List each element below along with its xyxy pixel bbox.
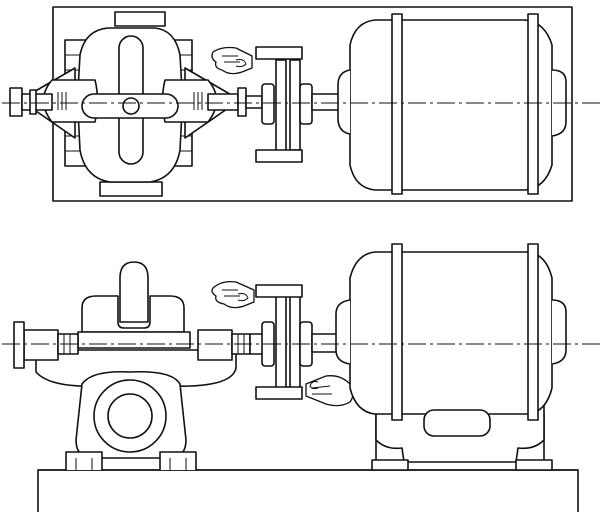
pump-upper-casing: [81, 295, 185, 333]
elev-right-bearing: [197, 329, 233, 361]
elevation-view: [2, 243, 600, 512]
pump-split-flange: [77, 331, 191, 349]
foundation-block: [37, 469, 579, 512]
elev-left-shaft-end: [13, 321, 25, 369]
elev-left-bearing: [23, 329, 59, 361]
plan-indicator-top-bracket: [255, 46, 303, 60]
plan-dial-indicator-bar-2: [289, 59, 301, 151]
elevation-hand-top-icon: [211, 280, 255, 309]
motor-end-bell: [335, 299, 351, 365]
motor-terminal-box: [423, 409, 491, 437]
elev-indicator-top-bracket: [255, 284, 303, 298]
motor-band-left: [391, 243, 403, 421]
plan-dial-indicator-bar: [275, 59, 287, 156]
motor-foot-left: [371, 459, 409, 471]
plan-pump-hub: [122, 97, 140, 115]
elevation-motor: [335, 243, 567, 471]
motor-band-right: [527, 243, 539, 421]
plan-pump-top-flange: [114, 11, 166, 27]
pump-foot-right: [159, 451, 197, 470]
plan-pump-bottom-flange: [99, 181, 163, 197]
motor-foot-right: [515, 459, 553, 471]
plan-indicator-bottom-bracket: [255, 149, 303, 163]
plan-right-shaft: [207, 93, 239, 111]
plan-motor-end-bell: [337, 69, 351, 135]
pump-suction-flange-inner: [107, 393, 153, 439]
plan-motor: [337, 13, 567, 195]
elev-indicator-bottom-bracket: [255, 386, 303, 400]
plan-left-shaft: [21, 93, 53, 111]
plan-hand-icon: [211, 46, 253, 75]
elevation-hand-bottom-icon: [305, 375, 354, 407]
plan-motor-band-right: [527, 13, 539, 195]
elevation-pump: [13, 261, 251, 470]
plan-pump-half-coupling: [261, 83, 275, 125]
plan-pump: [9, 11, 247, 197]
plan-coupling: [245, 46, 353, 163]
plan-left-shaft-end: [9, 87, 23, 117]
plan-motor-half-coupling: [299, 83, 313, 125]
pump-discharge-nozzle: [119, 261, 149, 323]
plan-view: [2, 6, 600, 202]
motor-body: [349, 251, 553, 415]
plan-motor-body: [349, 19, 553, 191]
plan-motor-band-left: [391, 13, 403, 195]
pump-foot-left: [65, 451, 103, 470]
